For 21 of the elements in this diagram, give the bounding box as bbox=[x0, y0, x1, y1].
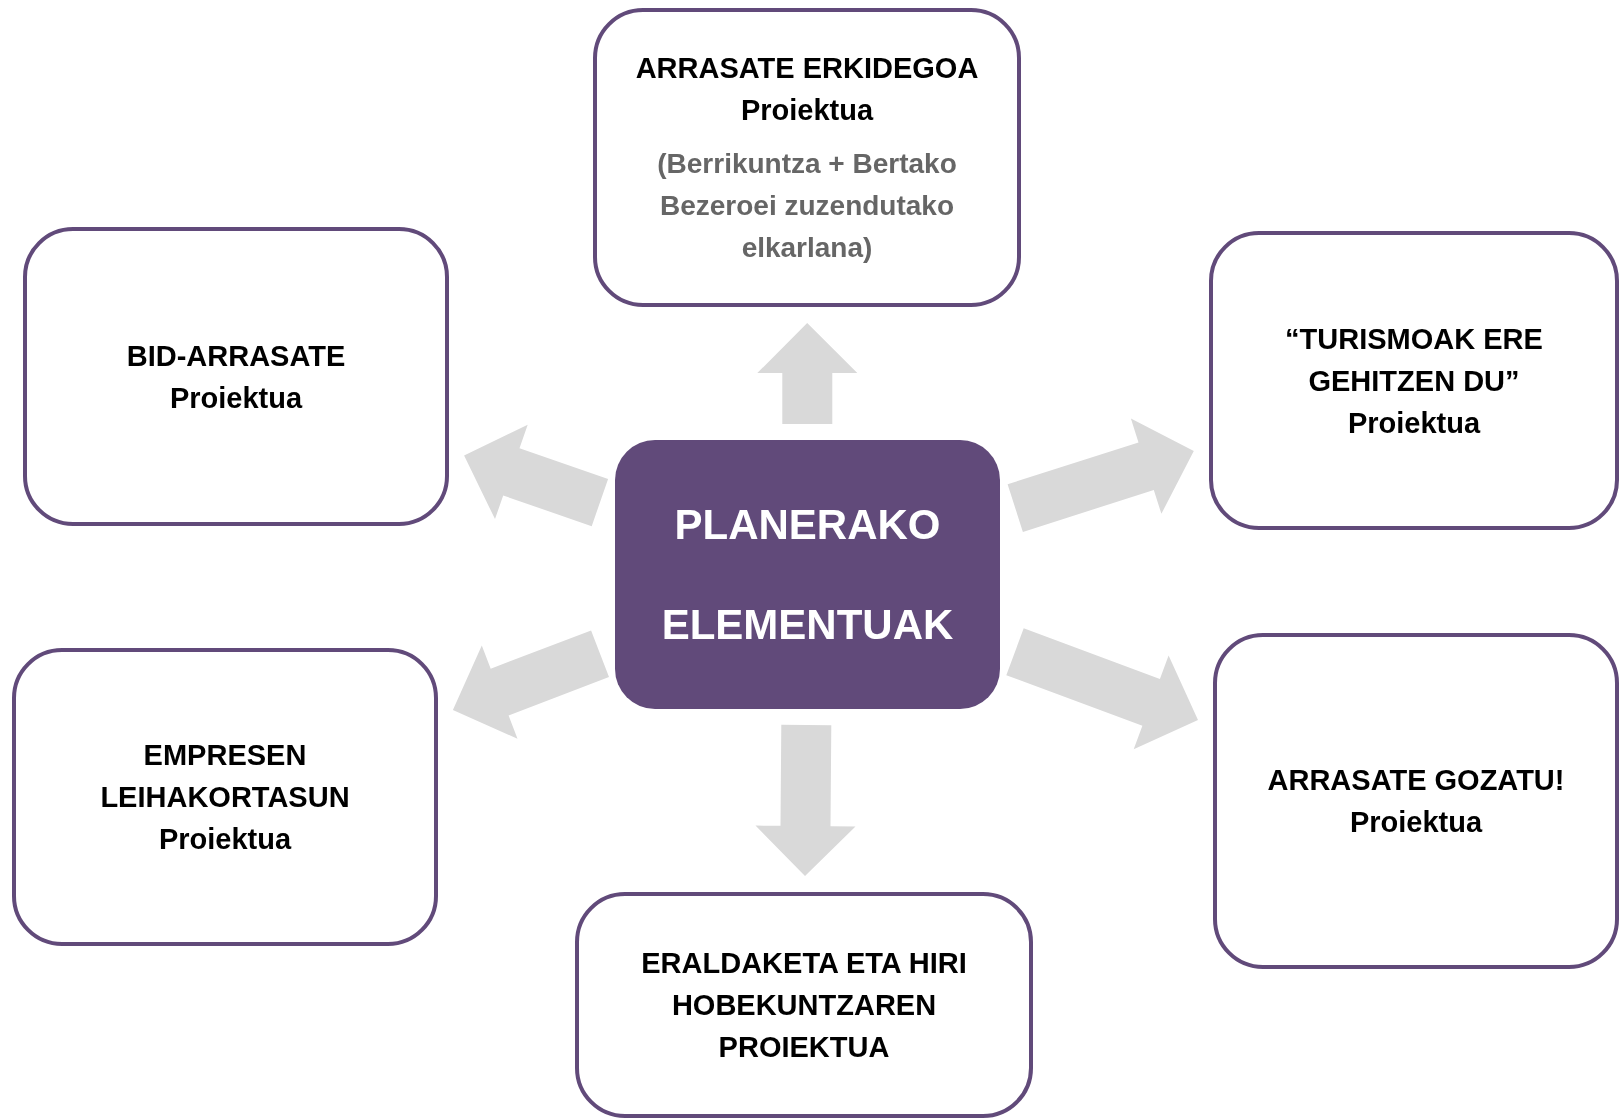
project-title: ARRASATE GOZATU! Proiektua bbox=[1266, 763, 1566, 840]
central-box bbox=[615, 440, 1000, 709]
project-title: ERALDAKETA ETA HIRI HOBEKUNTZAREN PROIEKTUA bbox=[640, 946, 968, 1065]
block-arrow bbox=[1007, 418, 1194, 532]
block-arrow bbox=[757, 323, 858, 424]
block-arrow bbox=[1006, 628, 1198, 750]
block-arrow bbox=[452, 630, 609, 739]
block-arrow bbox=[464, 424, 609, 527]
project-description: (Berrikuntza + Bertako Bezeroei zuzendutako elkarlana) bbox=[656, 146, 958, 265]
project-title: “TURISMOAK ERE GEHITZEN DU” Proiektua bbox=[1284, 321, 1544, 441]
project-title: ARRASATE ERKIDEGOA Proiektua bbox=[634, 50, 980, 128]
project-box bbox=[23, 227, 449, 526]
block-arrow bbox=[755, 724, 856, 876]
project-box bbox=[593, 8, 1021, 307]
central-title: PLANERAKO ELEMENTUAK bbox=[660, 499, 955, 650]
project-box bbox=[1213, 633, 1619, 969]
project-box bbox=[12, 648, 438, 946]
project-title: EMPRESEN LEIHAKORTASUN Proiektua bbox=[99, 738, 351, 857]
project-box bbox=[1209, 231, 1619, 530]
project-box bbox=[575, 892, 1033, 1118]
project-title: BID-ARRASATE Proiektua bbox=[125, 338, 347, 416]
